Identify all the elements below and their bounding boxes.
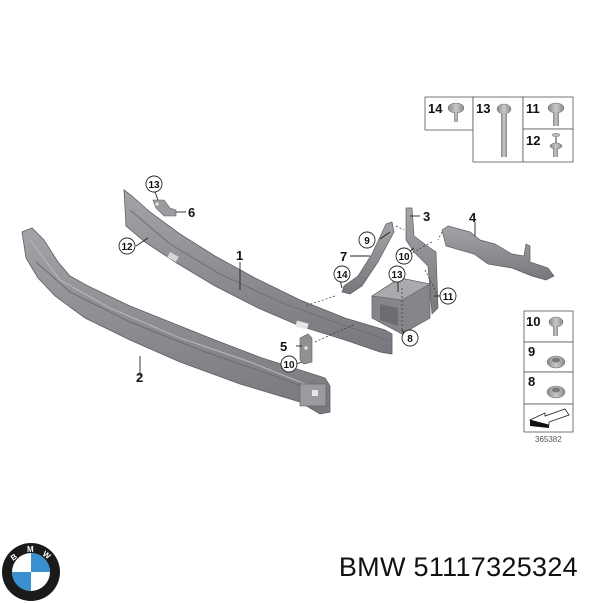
svg-text:14: 14 — [336, 270, 348, 281]
hw-13-label: 13 — [476, 101, 490, 116]
callout-12: 12 — [118, 237, 136, 255]
direction-arrow-icon — [528, 408, 570, 428]
svg-text:8: 8 — [407, 334, 413, 345]
bolt-icon — [548, 316, 564, 336]
callout-6: 6 — [188, 205, 195, 220]
hw-9-label: 9 — [528, 344, 535, 359]
callout-10-upper: 10 — [395, 247, 413, 265]
callout-11: 11 — [439, 287, 457, 305]
leader-lines — [304, 225, 443, 343]
callout-8: 8 — [401, 329, 419, 347]
svg-text:10: 10 — [283, 360, 295, 371]
callout-10-lower: 10 — [280, 355, 298, 373]
hw-14-label: 14 — [428, 101, 443, 116]
callout-13-lower: 13 — [388, 265, 406, 283]
part-7-strut — [341, 221, 395, 295]
hw-10-label: 10 — [526, 314, 540, 329]
screw-icon — [447, 102, 465, 122]
part-5-bracket — [299, 333, 313, 365]
hardware-box-top: 14 13 11 12 — [424, 96, 574, 163]
hw-11-label: 11 — [526, 101, 540, 116]
bolt-with-washer-icon — [549, 132, 563, 157]
callout-7: 7 — [340, 249, 347, 264]
part-1-upper-beam — [123, 189, 393, 355]
part-2-lower-beam — [21, 227, 331, 415]
part-mount-block — [371, 277, 431, 335]
callout-1: 1 — [236, 248, 243, 263]
svg-text:B: B — [9, 552, 19, 563]
part-6-bracket — [152, 199, 177, 217]
diagram-code: 365382 — [535, 435, 562, 444]
callout-9: 9 — [358, 231, 376, 249]
callout-13-upper: 13 — [145, 175, 163, 193]
hw-8-label: 8 — [528, 374, 535, 389]
svg-text:M: M — [27, 545, 34, 554]
svg-text:10: 10 — [398, 252, 410, 263]
hw-12-label: 12 — [526, 133, 540, 148]
svg-text:W: W — [41, 549, 53, 561]
bolt-icon — [547, 102, 565, 126]
callout-4: 4 — [469, 210, 477, 225]
hardware-box-right: 10 9 8 — [523, 310, 574, 433]
long-bolt-icon — [496, 103, 512, 157]
part-4-side-bracket — [441, 225, 555, 281]
svg-text:12: 12 — [121, 242, 133, 253]
flange-nut-icon — [546, 385, 566, 399]
callout-5: 5 — [280, 339, 287, 354]
bmw-logo-icon: B M W — [2, 543, 60, 601]
svg-text:13: 13 — [148, 180, 160, 191]
flange-nut-icon — [546, 355, 566, 369]
svg-text:13: 13 — [391, 270, 403, 281]
callout-2: 2 — [136, 370, 143, 385]
part-number-caption: BMW 51117325324 — [338, 552, 578, 582]
svg-text:9: 9 — [364, 236, 370, 247]
callout-3: 3 — [423, 209, 430, 224]
svg-text:11: 11 — [443, 292, 454, 303]
callout-14: 14 — [333, 265, 351, 283]
